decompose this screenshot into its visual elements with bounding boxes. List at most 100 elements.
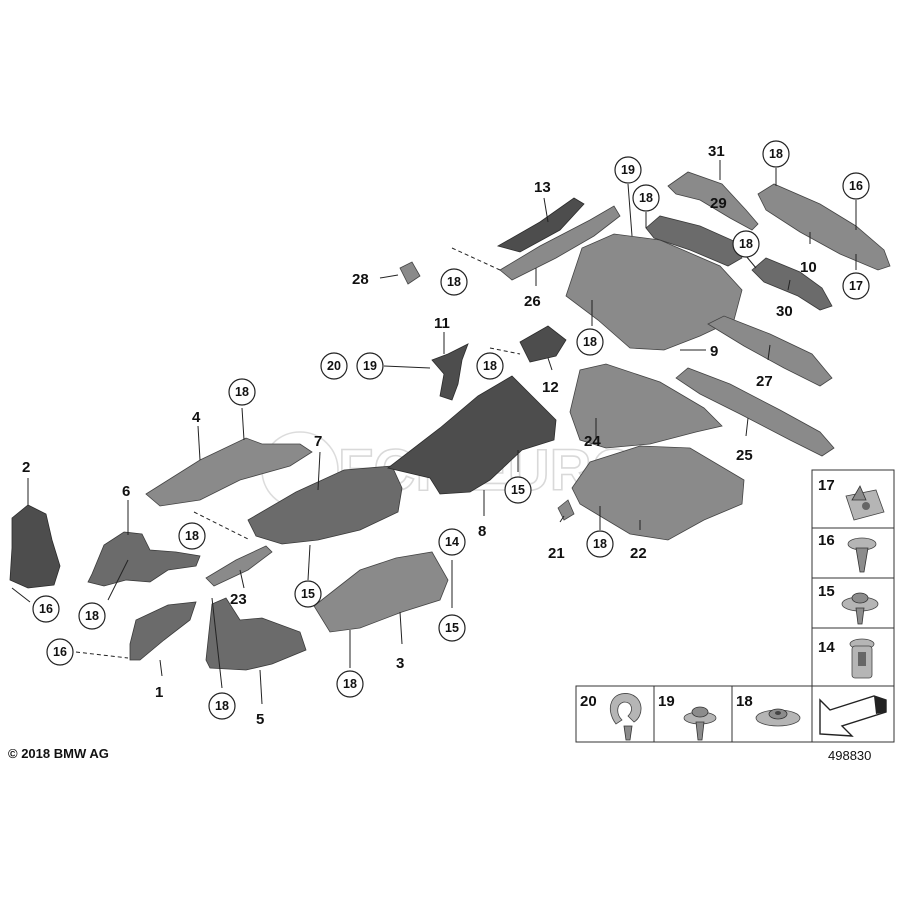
- ring-19-b: 19: [614, 156, 642, 184]
- part-4-shield: [145, 437, 313, 507]
- callout-26: 26: [524, 293, 541, 310]
- part-3-shield: [313, 551, 449, 633]
- part-23-strip: [205, 545, 273, 587]
- part-7-shield: [247, 465, 403, 545]
- ring-15-b: 15: [438, 614, 466, 642]
- svg-text:16: 16: [39, 602, 53, 616]
- callout-13: 13: [534, 179, 551, 196]
- ring-18-c: 18: [178, 522, 206, 550]
- svg-text:18: 18: [593, 537, 607, 551]
- part-31-strip: [667, 171, 759, 231]
- svg-text:16: 16: [849, 179, 863, 193]
- ring-18-i: 18: [576, 328, 604, 356]
- svg-text:17: 17: [849, 279, 863, 293]
- part-8-tunnel: [387, 375, 557, 495]
- ring-18-l: 18: [586, 530, 614, 558]
- spring-clip-icon: [610, 693, 642, 741]
- svg-text:18: 18: [447, 275, 461, 289]
- ring-16-a: 16: [32, 595, 60, 623]
- copyright-text: © 2018 BMW AG: [8, 746, 109, 761]
- svg-text:18: 18: [343, 677, 357, 691]
- callout-5: 5: [256, 711, 264, 728]
- svg-text:14: 14: [445, 535, 459, 549]
- direction-arrow-icon: [819, 695, 887, 737]
- callout-10: 10: [800, 259, 817, 276]
- svg-text:20: 20: [327, 359, 341, 373]
- speed-nut-icon: [845, 485, 885, 521]
- callout-28: 28: [352, 271, 369, 288]
- ring-18-b: 18: [228, 378, 256, 406]
- svg-text:18: 18: [639, 191, 653, 205]
- callout-25: 25: [736, 447, 753, 464]
- callout-31: 31: [708, 143, 725, 160]
- part-27-strip: [707, 315, 833, 387]
- ring-18-e: 18: [336, 670, 364, 698]
- ring-18-f: 18: [476, 352, 504, 380]
- ring-14-a: 14: [438, 528, 466, 556]
- svg-text:15: 15: [301, 587, 315, 601]
- ring-18-d: 18: [208, 692, 236, 720]
- part-5-shield: [205, 597, 307, 671]
- part-12-bracket: [519, 325, 567, 363]
- svg-text:18: 18: [215, 699, 229, 713]
- svg-text:18: 18: [483, 359, 497, 373]
- callout-21: 21: [548, 545, 565, 562]
- push-rivet-icon: [847, 537, 877, 573]
- svg-text:19: 19: [363, 359, 377, 373]
- part-22-shield: [571, 445, 745, 541]
- svg-text:15: 15: [511, 483, 525, 497]
- ring-18-g: 18: [440, 268, 468, 296]
- callout-4: 4: [192, 409, 201, 426]
- part-21-clip: [557, 499, 575, 521]
- legend-label-14: 14: [818, 639, 835, 656]
- ring-20: 20: [320, 352, 348, 380]
- legend-label-15: 15: [818, 583, 835, 600]
- part-9-shield: [565, 233, 743, 351]
- callout-2: 2: [22, 459, 30, 476]
- leader-lines: [11, 160, 857, 705]
- callout-7: 7: [314, 433, 322, 450]
- callout-24: 24: [584, 433, 601, 450]
- callout-23: 23: [230, 591, 247, 608]
- legend-box-16: [811, 527, 895, 579]
- collar-screw-icon: [841, 592, 879, 625]
- part-30-strip: [751, 257, 833, 311]
- part-2-shield: [9, 504, 61, 589]
- ring-18-h: 18: [632, 184, 660, 212]
- part-13-shield: [496, 197, 585, 253]
- part-24-shield: [569, 363, 723, 449]
- part-26-shield: [499, 205, 621, 281]
- callout-3: 3: [396, 655, 404, 672]
- svg-text:18: 18: [583, 335, 597, 349]
- callout-30: 30: [776, 303, 793, 320]
- hardware-legend: 17 16 15 14 20 19 18: [575, 469, 895, 743]
- svg-text:18: 18: [739, 237, 753, 251]
- ring-16-c: 16: [842, 172, 870, 200]
- callout-27: 27: [756, 373, 773, 390]
- part-25-strip: [675, 367, 835, 457]
- ring-18-a: 18: [78, 602, 106, 630]
- legend-label-20: 20: [580, 693, 597, 710]
- callout-1: 1: [155, 684, 163, 701]
- legend-label-19: 19: [658, 693, 675, 710]
- part-numbers: 2 1 6 4 23 5 7 3 8 11 12 28 13 26 9 29 3…: [22, 143, 817, 728]
- ring-15-a: 15: [294, 580, 322, 608]
- legend-label-17: 17: [818, 477, 835, 494]
- ringed-callouts: 16 16 18 18 18 18 15 18 14 15 20 19 18 1…: [32, 140, 870, 720]
- part-10-strip: [757, 183, 891, 271]
- svg-text:18: 18: [185, 529, 199, 543]
- svg-text:16: 16: [53, 645, 67, 659]
- part-1-shield: [129, 601, 197, 661]
- svg-text:19: 19: [621, 163, 635, 177]
- callout-12: 12: [542, 379, 559, 396]
- svg-text:18: 18: [85, 609, 99, 623]
- ring-18-k: 18: [732, 230, 760, 258]
- ring-19-a: 19: [356, 352, 384, 380]
- ring-17: 17: [842, 272, 870, 300]
- callout-11: 11: [434, 315, 450, 332]
- callout-22: 22: [630, 545, 647, 562]
- ring-15-c: 15: [504, 476, 532, 504]
- ring-16-b: 16: [46, 638, 74, 666]
- part-6-shield: [87, 531, 201, 587]
